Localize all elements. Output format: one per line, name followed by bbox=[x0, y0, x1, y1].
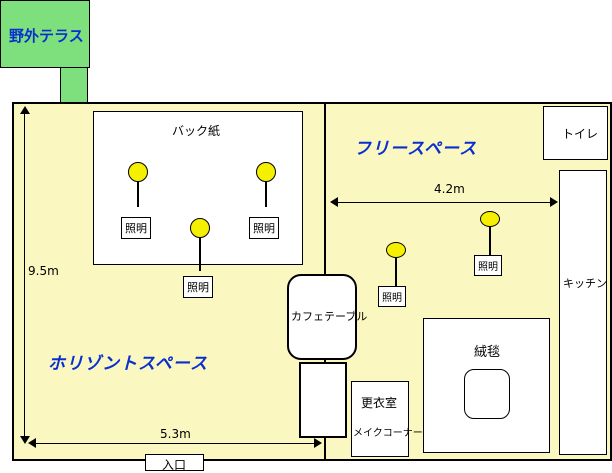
arrow-up-icon bbox=[20, 106, 30, 114]
toilet-label: トイレ bbox=[562, 127, 599, 141]
makeup-corner-label: メイクコーナー bbox=[353, 428, 423, 439]
light-bulb-icon bbox=[190, 218, 210, 238]
light-fixture: 照明 bbox=[246, 162, 286, 239]
door-panel bbox=[299, 362, 347, 438]
arrow-down-icon bbox=[20, 436, 30, 444]
width-dimension-line bbox=[34, 443, 318, 444]
terrace-connector bbox=[60, 68, 88, 103]
carpet: 絨毯 bbox=[423, 318, 550, 453]
backdrop-label: バック紙 bbox=[172, 124, 221, 138]
outdoor-terrace: 野外テラス bbox=[0, 0, 90, 68]
light-label: 照明 bbox=[378, 286, 406, 307]
width-dimension: 5.3m bbox=[160, 427, 191, 441]
light-bulb-icon bbox=[128, 162, 148, 182]
dressing-room: 更衣室 メイクコーナー bbox=[351, 381, 423, 457]
light-label: 照明 bbox=[121, 217, 151, 239]
horizont-space-label: ホリゾントスペース bbox=[48, 354, 208, 374]
free-width-dimension-line bbox=[336, 202, 552, 203]
height-dimension-line bbox=[24, 110, 25, 440]
entrance[interactable]: 入口 bbox=[145, 454, 204, 472]
cafe-table: カフェテーブル bbox=[287, 274, 367, 360]
light-label: 照明 bbox=[249, 217, 279, 239]
arrow-left-icon bbox=[28, 438, 36, 448]
light-bulb-icon bbox=[386, 242, 406, 258]
light-fixture: 照明 bbox=[180, 218, 220, 298]
cafe-table-label: カフェテーブル bbox=[291, 310, 368, 323]
light-fixture: 照明 bbox=[376, 242, 416, 317]
light-bulb-icon bbox=[256, 162, 276, 182]
height-dimension: 9.5m bbox=[28, 264, 59, 278]
kitchen-label: キッチン bbox=[563, 277, 607, 290]
kitchen: キッチン bbox=[559, 170, 607, 455]
dressing-room-label: 更衣室 bbox=[361, 396, 398, 410]
arrow-left-icon bbox=[330, 197, 338, 207]
light-label: 照明 bbox=[183, 276, 213, 298]
light-fixture: 照明 bbox=[470, 211, 510, 286]
free-width-dimension: 4.2m bbox=[434, 182, 465, 196]
light-fixture: 照明 bbox=[118, 162, 158, 239]
free-space-label: フリースペース bbox=[354, 139, 478, 159]
carpet-label: 絨毯 bbox=[474, 345, 501, 360]
entrance-label: 入口 bbox=[162, 458, 187, 472]
light-bulb-icon bbox=[480, 211, 500, 227]
arrow-right-icon bbox=[314, 438, 322, 448]
outdoor-terrace-label: 野外テラス bbox=[9, 27, 84, 45]
toilet: トイレ bbox=[543, 106, 608, 160]
backdrop-area: バック紙 bbox=[93, 111, 303, 265]
carpet-item bbox=[464, 369, 510, 419]
arrow-right-icon bbox=[550, 197, 558, 207]
light-label: 照明 bbox=[474, 255, 502, 276]
